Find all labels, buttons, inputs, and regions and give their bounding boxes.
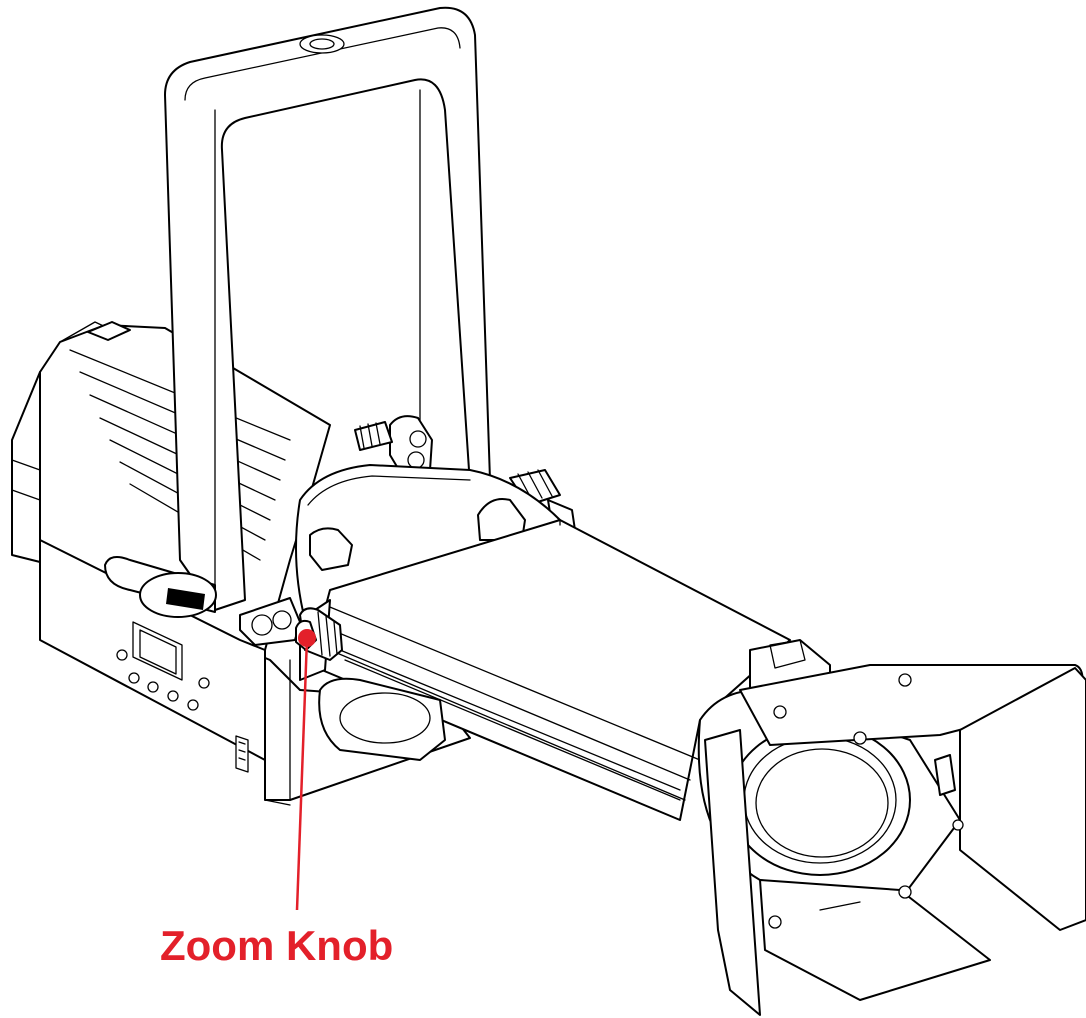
callout-leader-line [295, 637, 309, 911]
barn-doors [697, 639, 1086, 1016]
callout-anchor-dot [298, 629, 316, 647]
zoom-knob-callout [295, 629, 316, 911]
control-panel [116, 621, 249, 773]
yoke [164, 6, 491, 611]
pan-lock [239, 597, 301, 646]
yoke-lock [104, 555, 217, 618]
zoom-knob-label: Zoom Knob [160, 922, 394, 969]
lower-bracket [318, 677, 446, 761]
